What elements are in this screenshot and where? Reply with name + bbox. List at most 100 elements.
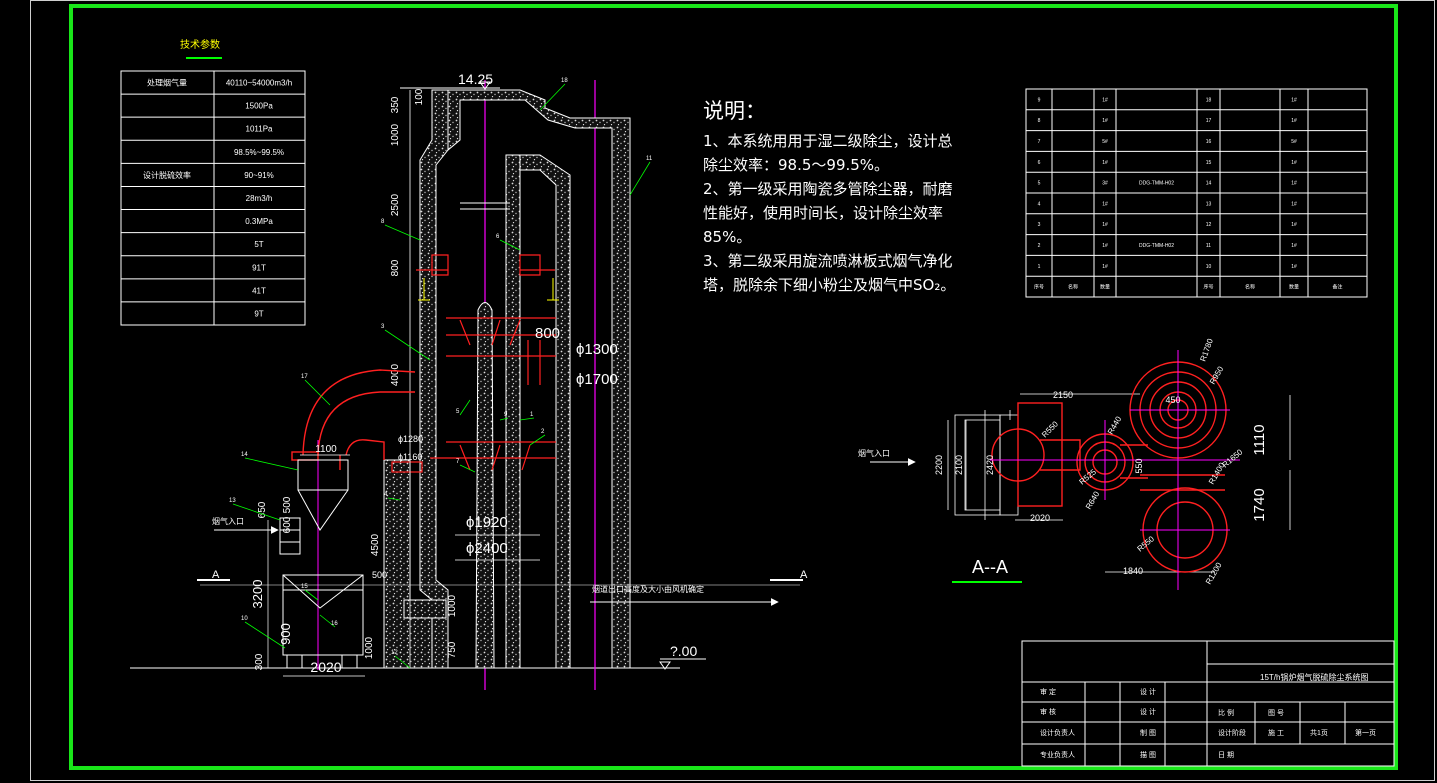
vdim-15: 650 bbox=[257, 501, 268, 518]
leader-label-11: 11 bbox=[646, 156, 653, 162]
parts-cell-5-6: 1# bbox=[1291, 201, 1297, 207]
parts-cell-7-3: DDG-TMM-H02 bbox=[1139, 243, 1174, 249]
vdim-14: 600 bbox=[282, 516, 293, 533]
title-cell-7: 描 图 bbox=[1140, 750, 1156, 759]
vdim-5: 4000 bbox=[390, 363, 401, 386]
params-table-title: 技术参数 bbox=[180, 38, 220, 51]
outlet-note: 烟道出口高度及大小由风机确定 bbox=[592, 584, 704, 594]
parts-cell-9-2: 数量 bbox=[1100, 284, 1110, 291]
leader-label-7: 7 bbox=[456, 459, 460, 465]
plan-radius-3: R640 bbox=[1084, 489, 1102, 511]
title-cell-10: 设计阶段 bbox=[1218, 728, 1246, 737]
param-value-5: 28m3/h bbox=[246, 194, 273, 203]
diameter-5: ϕ1920 bbox=[466, 514, 508, 531]
section-mark-left: A bbox=[212, 569, 220, 581]
parts-cell-1-2: 1# bbox=[1102, 118, 1108, 124]
plan-radius-0: R550 bbox=[1040, 419, 1060, 439]
title-cell-9: 图 号 bbox=[1268, 709, 1284, 717]
inlet-label: 烟气入口 bbox=[212, 516, 244, 526]
notes-line-5: 85%。 bbox=[703, 228, 752, 246]
leader-label-16: 16 bbox=[331, 621, 338, 627]
parts-cell-0-2: 1# bbox=[1102, 97, 1108, 103]
leader-label-3: 3 bbox=[381, 324, 385, 330]
param-value-7: 5T bbox=[254, 240, 263, 249]
leader-label-4: 4 bbox=[384, 492, 388, 498]
plan-radius-7: R1400 bbox=[1207, 461, 1227, 486]
parts-cell-6-2: 1# bbox=[1102, 222, 1108, 228]
parts-cell-7-2: 1# bbox=[1102, 243, 1108, 249]
plan-radius-1: R440 bbox=[1106, 414, 1124, 436]
plan-radius-4: R1780 bbox=[1198, 337, 1215, 363]
parts-cell-7-0: 2 bbox=[1038, 243, 1041, 249]
leader-label-2: 2 bbox=[541, 429, 545, 435]
plan-radius-9: R1200 bbox=[1204, 561, 1224, 586]
parts-cell-9-4: 序号 bbox=[1203, 284, 1213, 291]
vdim-6: 4500 bbox=[370, 533, 381, 556]
parts-cell-1-0: 8 bbox=[1038, 118, 1041, 124]
notes-line-3: 2、第一级采用陶瓷多管除尘器，耐磨 bbox=[703, 180, 953, 198]
vdim-10: 1000 bbox=[364, 636, 375, 659]
parts-cell-5-4: 13 bbox=[1206, 201, 1212, 207]
vdim-8: 900 bbox=[278, 623, 293, 645]
leader-label-10: 10 bbox=[241, 616, 248, 622]
title-cell-0: 审 定 bbox=[1040, 687, 1056, 696]
parts-cell-2-2: 5# bbox=[1102, 139, 1108, 145]
param-value-4: 90~91% bbox=[244, 171, 274, 180]
parts-cell-2-6: 5# bbox=[1291, 139, 1297, 145]
title-cell-1: 设 计 bbox=[1140, 687, 1156, 696]
vdim-9: 300 bbox=[254, 653, 265, 670]
diameter-0: 800 bbox=[535, 325, 560, 342]
dim-width-500: 500 bbox=[372, 570, 387, 580]
parts-cell-4-4: 14 bbox=[1206, 181, 1212, 187]
section-mark-right: A bbox=[800, 569, 808, 581]
param-value-2: 1011Pa bbox=[246, 125, 274, 134]
leader-label-1: 1 bbox=[530, 412, 534, 418]
vdim-12: 1000 bbox=[447, 594, 458, 617]
drawing-frame bbox=[69, 4, 1398, 770]
parts-cell-7-4: 11 bbox=[1206, 243, 1211, 249]
parts-cell-2-4: 16 bbox=[1206, 139, 1212, 145]
parts-cell-6-0: 3 bbox=[1038, 222, 1041, 228]
notes-line-6: 3、第二级采用旋流喷淋板式烟气净化 bbox=[703, 252, 953, 270]
parts-cell-6-6: 1# bbox=[1291, 222, 1297, 228]
leader-label-15: 15 bbox=[301, 584, 308, 590]
elevation-view: ?.00 bbox=[130, 71, 808, 690]
parts-cell-2-0: 7 bbox=[1038, 139, 1041, 145]
parts-cell-3-4: 15 bbox=[1206, 160, 1212, 166]
notes-line-7: 塔，脱除余下细小粉尘及烟气中SO₂。 bbox=[703, 276, 956, 294]
title-cell-8: 比 例 bbox=[1218, 708, 1234, 717]
parts-cell-4-6: 1# bbox=[1291, 181, 1297, 187]
parts-cell-9-1: 名称 bbox=[1068, 284, 1078, 291]
top-level-label: 14.25 bbox=[458, 71, 493, 87]
parts-cell-4-2: 3# bbox=[1102, 181, 1108, 187]
plan-dim-2: 2100 bbox=[954, 455, 964, 475]
param-value-1: 1500Pa bbox=[245, 102, 273, 111]
plan-radius-8: R550 bbox=[1136, 534, 1157, 554]
parts-cell-8-6: 1# bbox=[1291, 264, 1297, 270]
leader-label-6: 6 bbox=[496, 234, 500, 240]
design-notes: 说明： 1、本系统用用于湿二级除尘，设计总 除尘效率：98.5～99.5%。 2… bbox=[703, 95, 1003, 297]
diameter-2: ϕ1700 bbox=[576, 371, 618, 388]
vdim-7: 3200 bbox=[250, 580, 265, 609]
leader-label-13: 13 bbox=[229, 498, 236, 504]
parts-cell-4-3: DDG-TMM-H02 bbox=[1139, 181, 1174, 187]
parts-cell-9-0: 序号 bbox=[1034, 284, 1044, 291]
vdim-4: 800 bbox=[390, 259, 401, 276]
title-cell-13: 第一页 bbox=[1355, 728, 1376, 737]
vdim-0: 350 bbox=[390, 96, 401, 113]
parts-cell-3-0: 6 bbox=[1038, 160, 1041, 166]
leader-label-17: 17 bbox=[301, 374, 308, 380]
plan-title: A--A bbox=[972, 557, 1008, 577]
parts-cell-9-6: 数量 bbox=[1289, 284, 1299, 291]
parts-cell-8-2: 1# bbox=[1102, 264, 1108, 270]
leader-label-5: 5 bbox=[456, 409, 460, 415]
plan-dim-6: 1110 bbox=[1251, 424, 1268, 455]
vdim-2: 1000 bbox=[390, 123, 401, 146]
param-value-6: 0.3MPa bbox=[245, 217, 273, 226]
title-cell-5: 制 图 bbox=[1140, 728, 1156, 737]
notes-line-2: 除尘效率：98.5～99.5%。 bbox=[703, 156, 890, 174]
parts-cell-5-0: 4 bbox=[1038, 201, 1041, 207]
